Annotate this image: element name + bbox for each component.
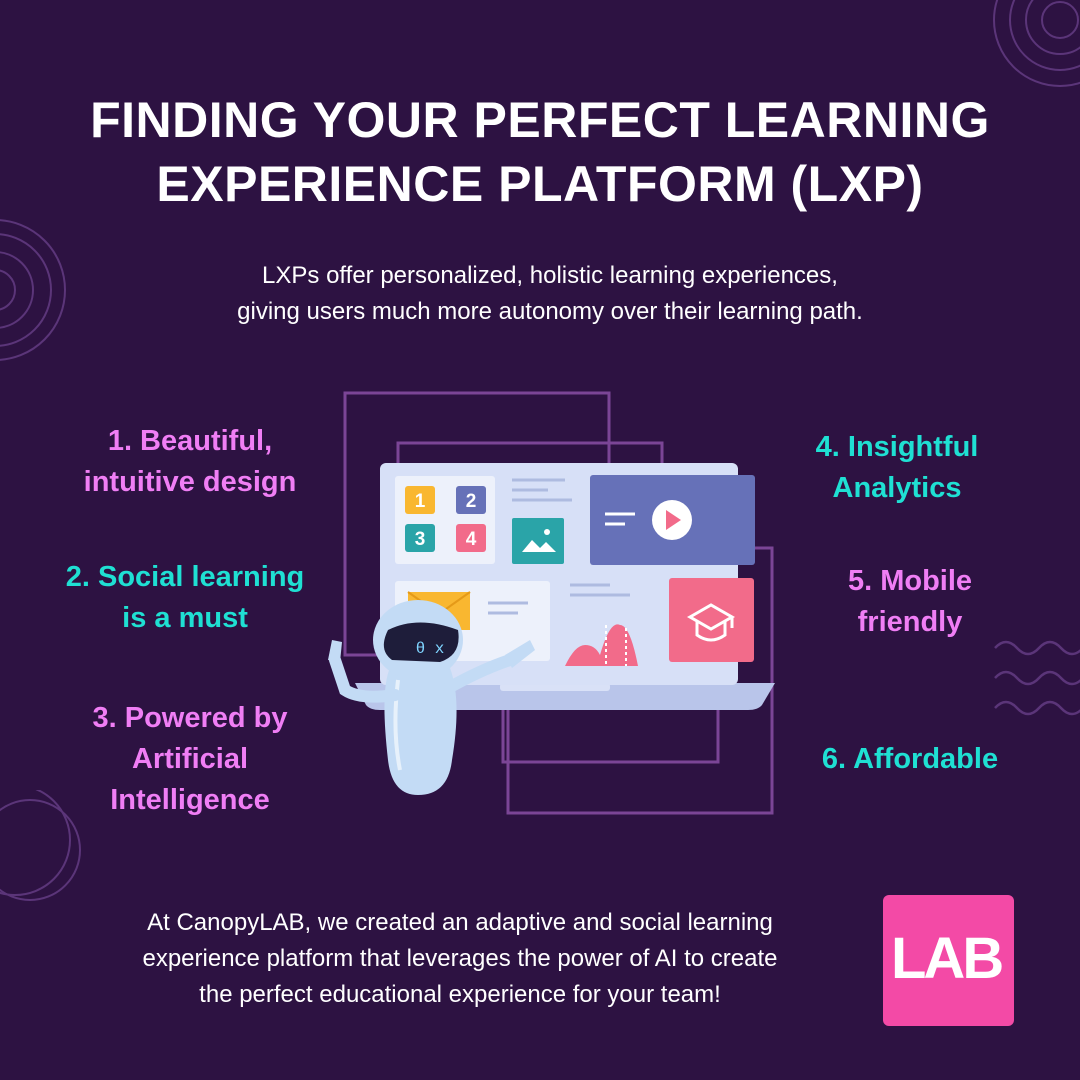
- decorative-circles-left: [0, 219, 66, 361]
- footer-line-3: the perfect educational experience for y…: [199, 981, 721, 1008]
- svg-text:1: 1: [415, 491, 426, 512]
- logo-text: LAB: [891, 926, 1004, 991]
- lxp-illustration: 1 2 3 4: [328, 391, 775, 815]
- title-line-1: FINDING YOUR PERFECT LEARNING: [90, 92, 990, 148]
- subtitle-line-1: LXPs offer personalized, holistic learni…: [262, 262, 838, 289]
- svg-text:2: 2: [466, 491, 477, 512]
- svg-text:3: 3: [415, 529, 426, 550]
- decorative-waves-right: [994, 640, 1080, 716]
- feature-2-social-learning: 2. Social learning is a must: [65, 561, 305, 634]
- video-card: [590, 475, 755, 565]
- robot-mascot: θ x: [328, 600, 535, 795]
- footer-line-1: At CanopyLAB, we created an adaptive and…: [147, 909, 773, 936]
- play-icon: [652, 500, 692, 540]
- svg-text:θ x: θ x: [416, 640, 445, 658]
- subtitle-line-2: giving users much more autonomy over the…: [237, 298, 863, 325]
- footer-text: At CanopyLAB, we created an adaptive and…: [60, 905, 860, 1013]
- subtitle: LXPs offer personalized, holistic learni…: [0, 258, 1080, 330]
- page-title: FINDING YOUR PERFECT LEARNING EXPERIENCE…: [0, 88, 1080, 216]
- decorative-circles-bottom-left: [0, 790, 81, 901]
- footer-line-2: experience platform that leverages the p…: [142, 945, 778, 972]
- image-icon: [512, 518, 564, 564]
- feature-4-analytics: 4. Insightful Analytics: [815, 431, 979, 504]
- feature-1-design: 1. Beautiful, intuitive design: [83, 425, 297, 498]
- svg-text:4: 4: [466, 529, 477, 550]
- feature-3-ai: 3. Powered by Artificial Intelligence: [92, 702, 288, 816]
- feature-5-mobile: 5. Mobile friendly: [847, 565, 973, 638]
- canopylab-logo: LAB: [883, 895, 1014, 1026]
- feature-6-affordable: 6. Affordable: [821, 743, 999, 775]
- graduation-cap-icon: [669, 578, 754, 662]
- decorative-circles-top-right: [993, 0, 1080, 87]
- numbered-tiles: 1 2 3 4: [405, 486, 486, 552]
- title-line-2: EXPERIENCE PLATFORM (LXP): [156, 156, 924, 212]
